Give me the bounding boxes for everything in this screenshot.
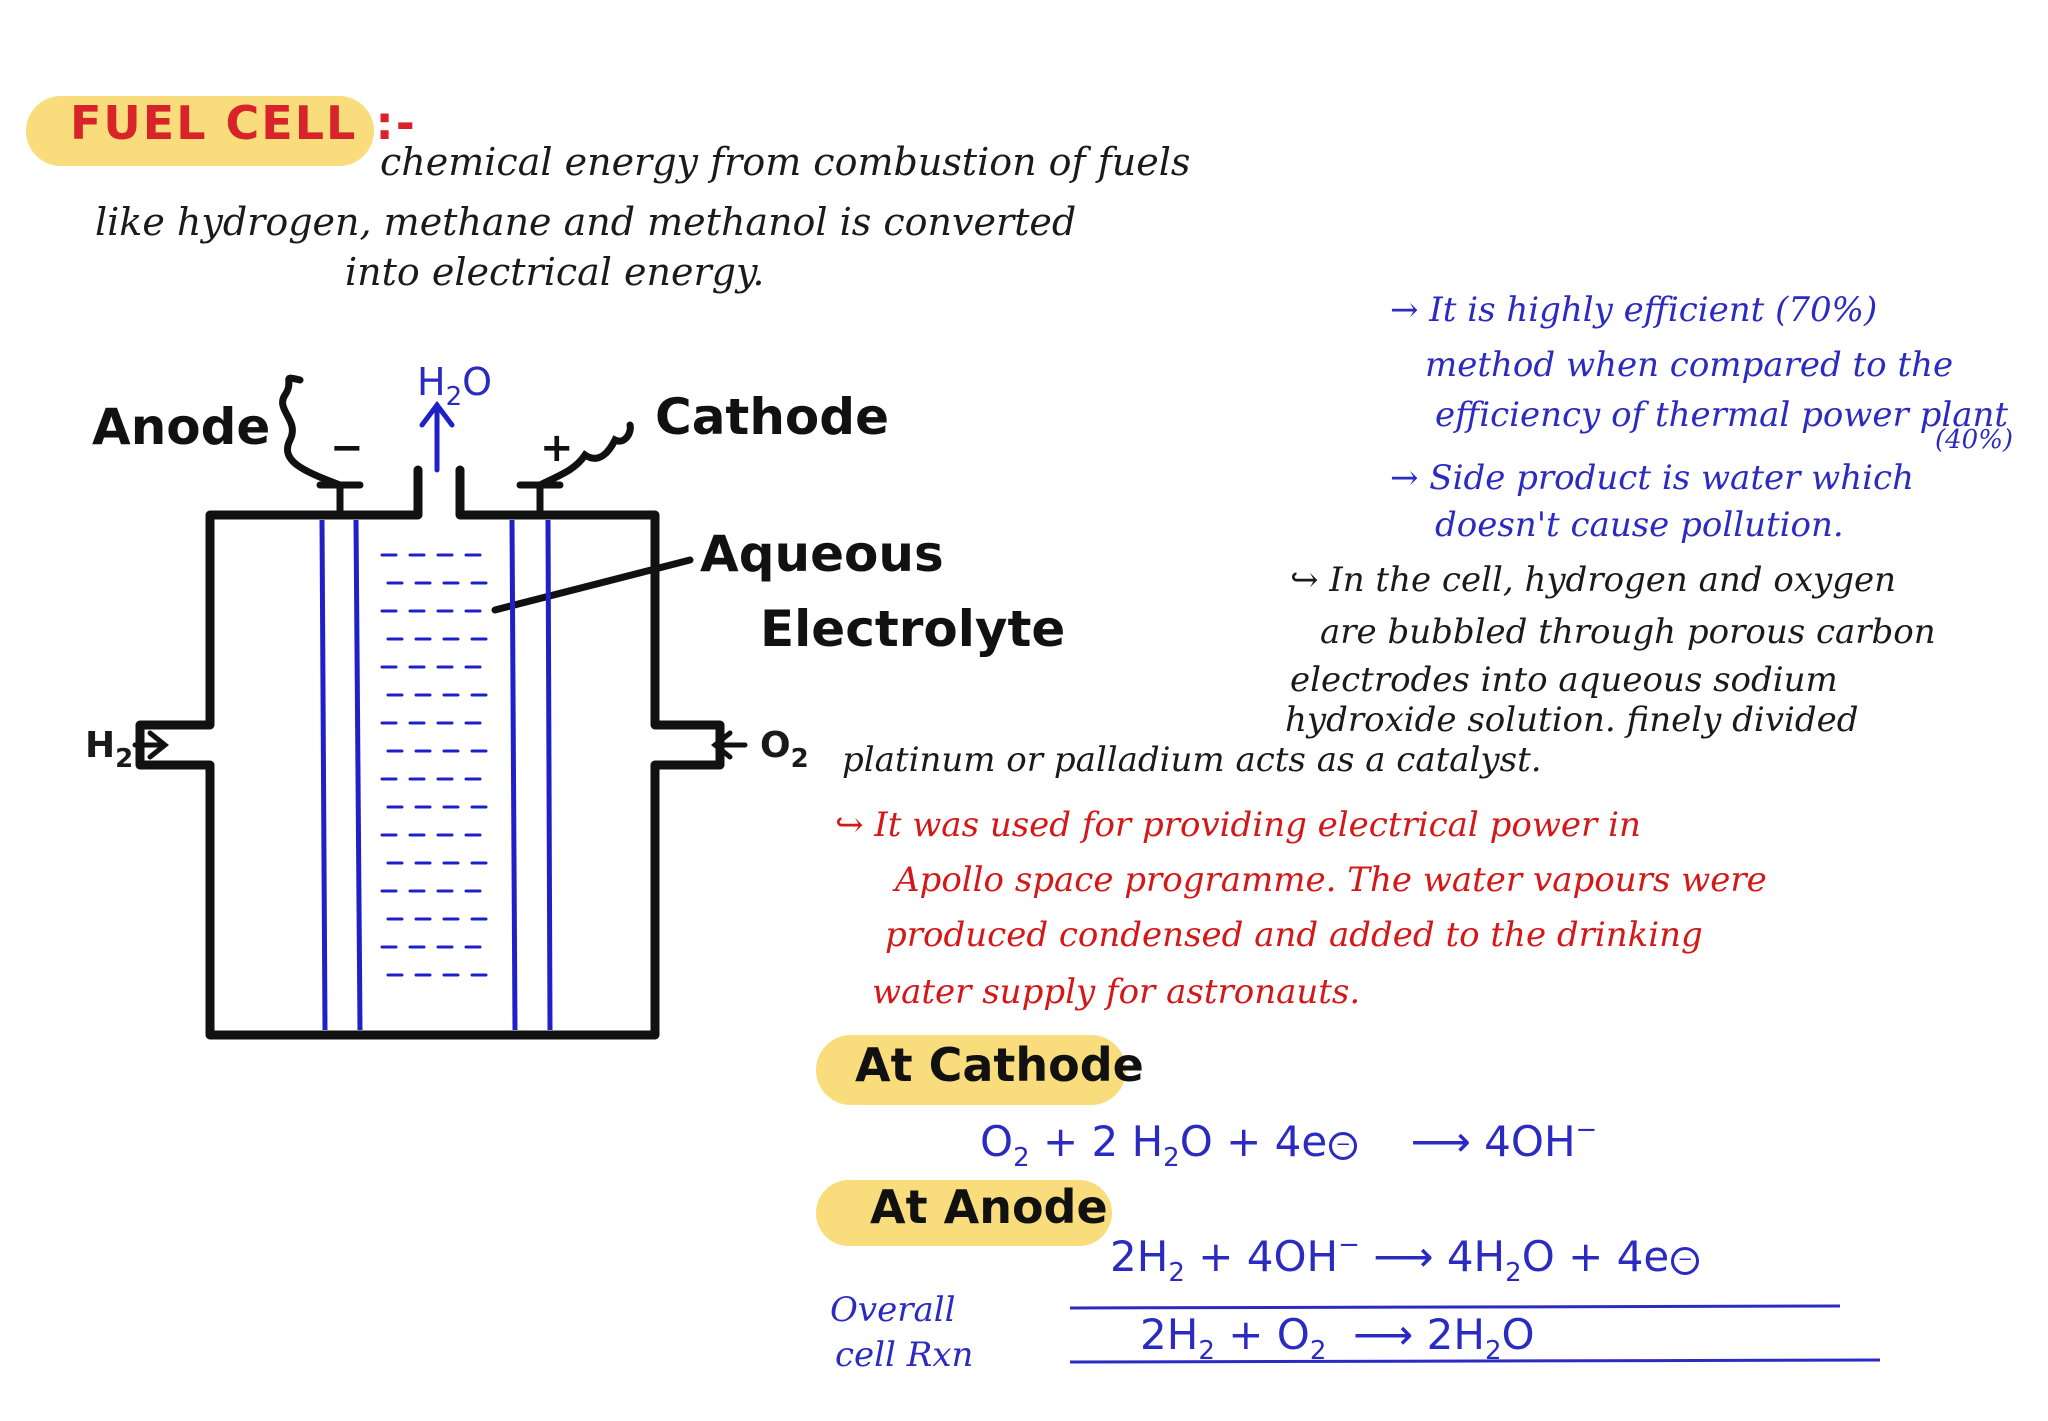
black-note-line-1: ↪ In the cell, hydrogen and oxygen [1290, 560, 1897, 600]
black-note-line-4: hydroxide solution. finely divided [1285, 700, 1859, 740]
cathode-heading-highlight [816, 1035, 1126, 1105]
intro-line-2: like hydrogen, methane and methanol is c… [95, 200, 1077, 244]
cathode-equation: O2 + 2 H2O + 4e− ⟶ 4OH− [980, 1115, 1598, 1173]
anode-equation: 2H2 + 4OH− ⟶ 4H2O + 4e− [1110, 1230, 1700, 1288]
intro-line-3: into electrical energy. [345, 250, 765, 294]
page-title: FUEL CELL :- [70, 96, 417, 150]
h2o-o: O [462, 360, 493, 404]
cathode-label: Cathode [655, 388, 889, 446]
plus-sign: + [540, 425, 574, 471]
h2o-sub: 2 [445, 382, 463, 412]
h2-h: H [85, 725, 116, 766]
black-note-line-5: platinum or palladium acts as a catalyst… [842, 740, 1542, 780]
anode-label: Anode [92, 398, 271, 456]
overall-label-2: cell Rxn [835, 1335, 974, 1375]
blue-note-line-2: method when compared to the [1425, 345, 1954, 385]
overall-equation: 2H2 + O2 ⟶ 2H2O [1140, 1310, 1535, 1366]
h2-sub: 2 [115, 744, 134, 774]
minus-sign: − [330, 425, 364, 471]
h2o-output-label: H2O [417, 360, 492, 412]
o2-o: O [760, 725, 791, 766]
black-note-line-3: electrodes into aqueous sodium [1290, 660, 1838, 700]
red-note-line-2: Apollo space programme. The water vapour… [895, 860, 1767, 900]
red-note-line-4: water supply for astronauts. [872, 972, 1361, 1012]
blue-note-line-5: doesn't cause pollution. [1435, 505, 1844, 545]
blue-note-line-3: efficiency of thermal power plant [1435, 395, 2009, 435]
blue-note-line-1: → It is highly efficient (70%) [1390, 290, 1878, 330]
o2-sub: 2 [790, 744, 809, 774]
anode-heading: At Anode [870, 1180, 1108, 1234]
red-note-line-3: produced condensed and added to the drin… [885, 915, 1703, 955]
o2-inlet-label: O2 [760, 725, 809, 774]
red-note-line-1: ↪ It was used for providing electrical p… [835, 805, 1641, 845]
overall-label-1: Overall [830, 1290, 956, 1330]
h2o-h: H [417, 360, 446, 404]
title-highlight [26, 96, 374, 166]
black-note-line-2: are bubbled through porous carbon [1320, 612, 1936, 652]
electrolyte-label-1: Aqueous [700, 525, 944, 583]
cathode-heading: At Cathode [855, 1038, 1144, 1092]
blue-note-line-4: → Side product is water which [1390, 458, 1914, 498]
intro-line-1: chemical energy from combustion of fuels [380, 140, 1191, 184]
anode-heading-highlight [816, 1180, 1112, 1246]
blue-note-line-3b: (40%) [1935, 425, 2014, 455]
electrolyte-label-2: Electrolyte [760, 600, 1066, 658]
h2-inlet-label: H2 [85, 725, 133, 774]
